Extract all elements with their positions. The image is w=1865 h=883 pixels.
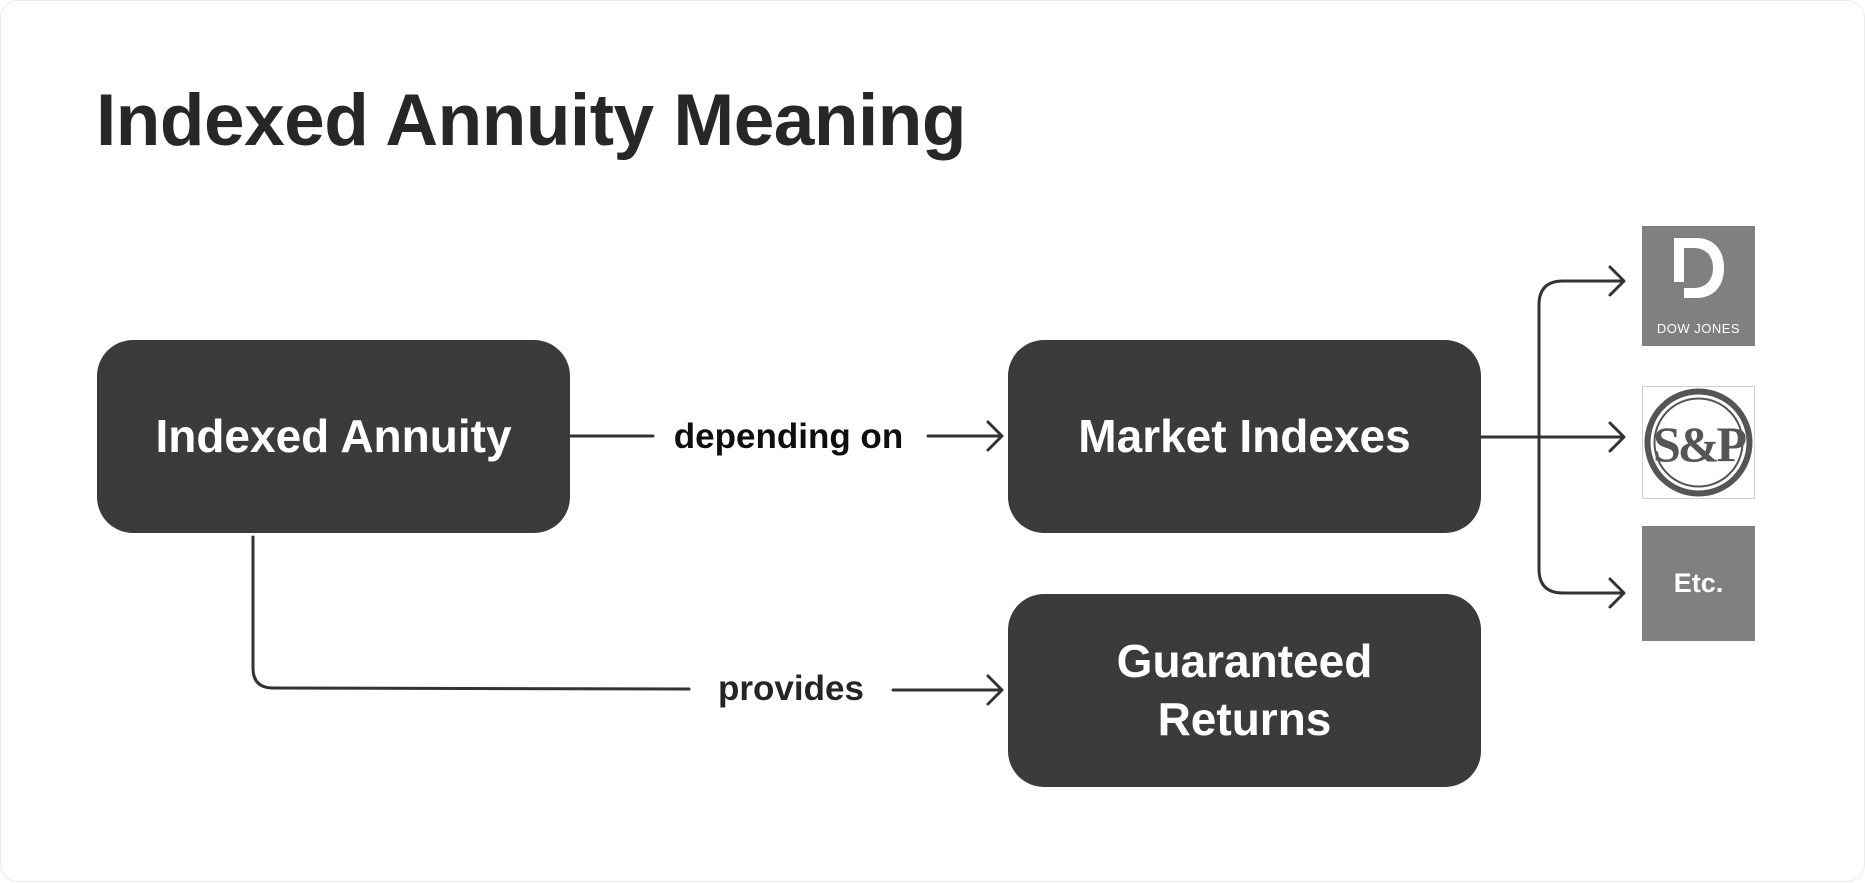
dow-jones-logo-text: DOW JONES bbox=[1656, 321, 1741, 336]
dow-jones-logo: DOW JONES bbox=[1642, 226, 1755, 346]
node-market-indexes-label: Market Indexes bbox=[1078, 409, 1411, 462]
edge-depending-arrowhead bbox=[986, 420, 1004, 452]
node-market-indexes: Market Indexes bbox=[1008, 340, 1481, 533]
node-guaranteed-returns-line2: Returns bbox=[1157, 692, 1332, 745]
edge-sp-arrowhead bbox=[1608, 421, 1626, 453]
edge-provides-arrowhead bbox=[986, 674, 1004, 706]
sp-logo: S&P bbox=[1642, 386, 1755, 499]
edge-provides-left bbox=[251, 535, 691, 691]
node-indexed-annuity: Indexed Annuity bbox=[97, 340, 570, 533]
sp-logo-text: S&P bbox=[1653, 416, 1746, 472]
sp-circle-icon: S&P bbox=[1644, 388, 1753, 497]
edge-etc-arrowhead bbox=[1608, 577, 1626, 609]
edge-dowjones-arrowhead bbox=[1608, 265, 1626, 297]
etc-logo-text: Etc. bbox=[1673, 568, 1724, 598]
dow-jones-d-icon bbox=[1674, 238, 1724, 298]
node-guaranteed-returns-line1: Guaranteed bbox=[1116, 635, 1373, 687]
node-indexed-annuity-label: Indexed Annuity bbox=[155, 409, 512, 462]
edge-branch-bracket bbox=[1537, 279, 1565, 595]
page-title: Indexed Annuity Meaning bbox=[96, 80, 966, 161]
node-guaranteed-returns: Guaranteed Returns bbox=[1008, 594, 1481, 787]
edge-label-provides: provides bbox=[718, 669, 864, 708]
edge-label-depending-on: depending on bbox=[673, 417, 904, 456]
etc-logo: Etc. bbox=[1642, 526, 1755, 641]
